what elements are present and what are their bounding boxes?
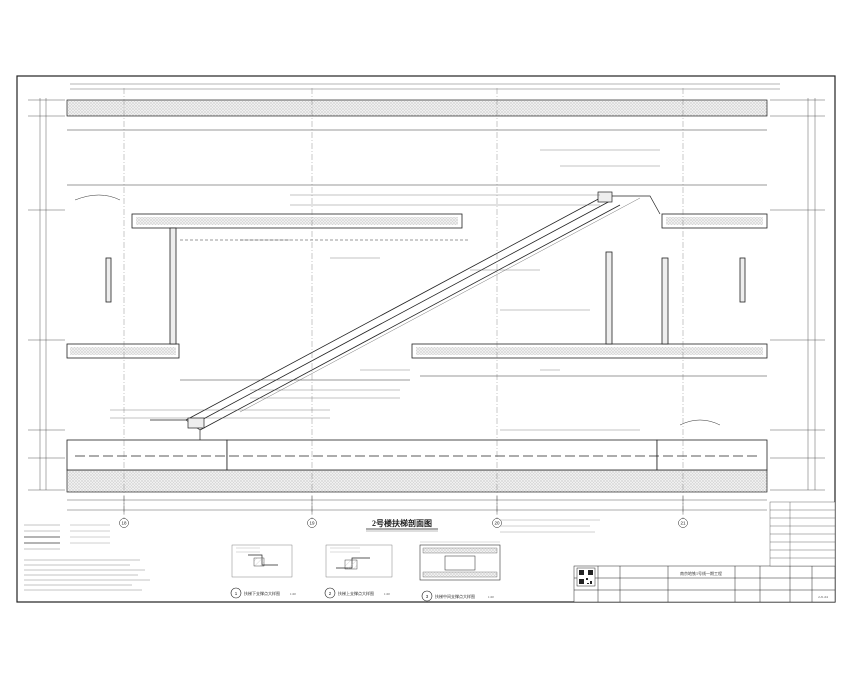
ceiling-lines [67, 129, 767, 426]
axis-label: 20 [494, 521, 500, 526]
bottom-dimension-chain [67, 496, 767, 514]
axis-bubble [307, 518, 317, 528]
detail-scale: 1:20 [290, 592, 296, 596]
detail-number: 2 [329, 591, 332, 596]
notes-right [70, 524, 110, 544]
axis-label: 18 [121, 521, 127, 526]
detail-scale: 1:20 [488, 595, 494, 599]
axis-bubble [492, 518, 502, 528]
project-name: 南京地铁1号线一期工程 [680, 570, 722, 576]
roof-slab [66, 99, 768, 117]
grid-axis-bubbles: 18 19 20 21 [119, 518, 688, 528]
detail-number-circle [230, 587, 242, 599]
concourse-slab-left [131, 213, 463, 229]
top-dimension-lines [70, 83, 780, 90]
mid-slab-right [411, 343, 768, 359]
axis-label: 21 [680, 521, 686, 526]
columns [105, 227, 746, 345]
right-elevation-markers [770, 98, 825, 491]
axis-bubble [119, 518, 129, 528]
concourse-slab-right [661, 213, 768, 229]
escalator-truss [185, 195, 641, 431]
mid-slab-left [66, 343, 180, 359]
platform-slab [66, 439, 768, 471]
left-elevation-markers [28, 98, 65, 491]
detail-number-circle [324, 587, 336, 599]
axis-label: 19 [309, 521, 315, 526]
detail-number: 1 [235, 591, 238, 596]
title-block [573, 565, 836, 603]
base-slab [66, 469, 768, 493]
detail-scale: 1:20 [384, 592, 390, 596]
detail-title: 扶梯中间支撑点大样图 [435, 593, 475, 599]
grid-axis-lines [123, 88, 684, 520]
sheet-border [16, 75, 836, 603]
detail-2: 2 扶梯上支撑点大样图 1:20 [324, 544, 393, 599]
detail-1: 1 扶梯下支撑点大样图 1:20 [230, 544, 296, 599]
qr-code [576, 567, 596, 587]
notes-block [24, 524, 150, 591]
detail-title: 扶梯下支撑点大样图 [244, 590, 280, 596]
annotation-leaders [110, 149, 660, 431]
detail-title: 扶梯上支撑点大样图 [338, 590, 374, 596]
sheet-code: 2-J1-04 [818, 595, 828, 599]
detail-number-circle [421, 590, 433, 602]
center-notes [500, 519, 600, 533]
revision-table [769, 501, 836, 567]
detail-3: 3 扶梯中间支撑点大样图 1:20 [419, 541, 501, 602]
axis-bubble [678, 518, 688, 528]
drawing-title: 2号楼扶梯剖面图 [372, 518, 432, 528]
detail-number: 3 [426, 594, 429, 599]
escalator-upper-landing [597, 191, 661, 215]
